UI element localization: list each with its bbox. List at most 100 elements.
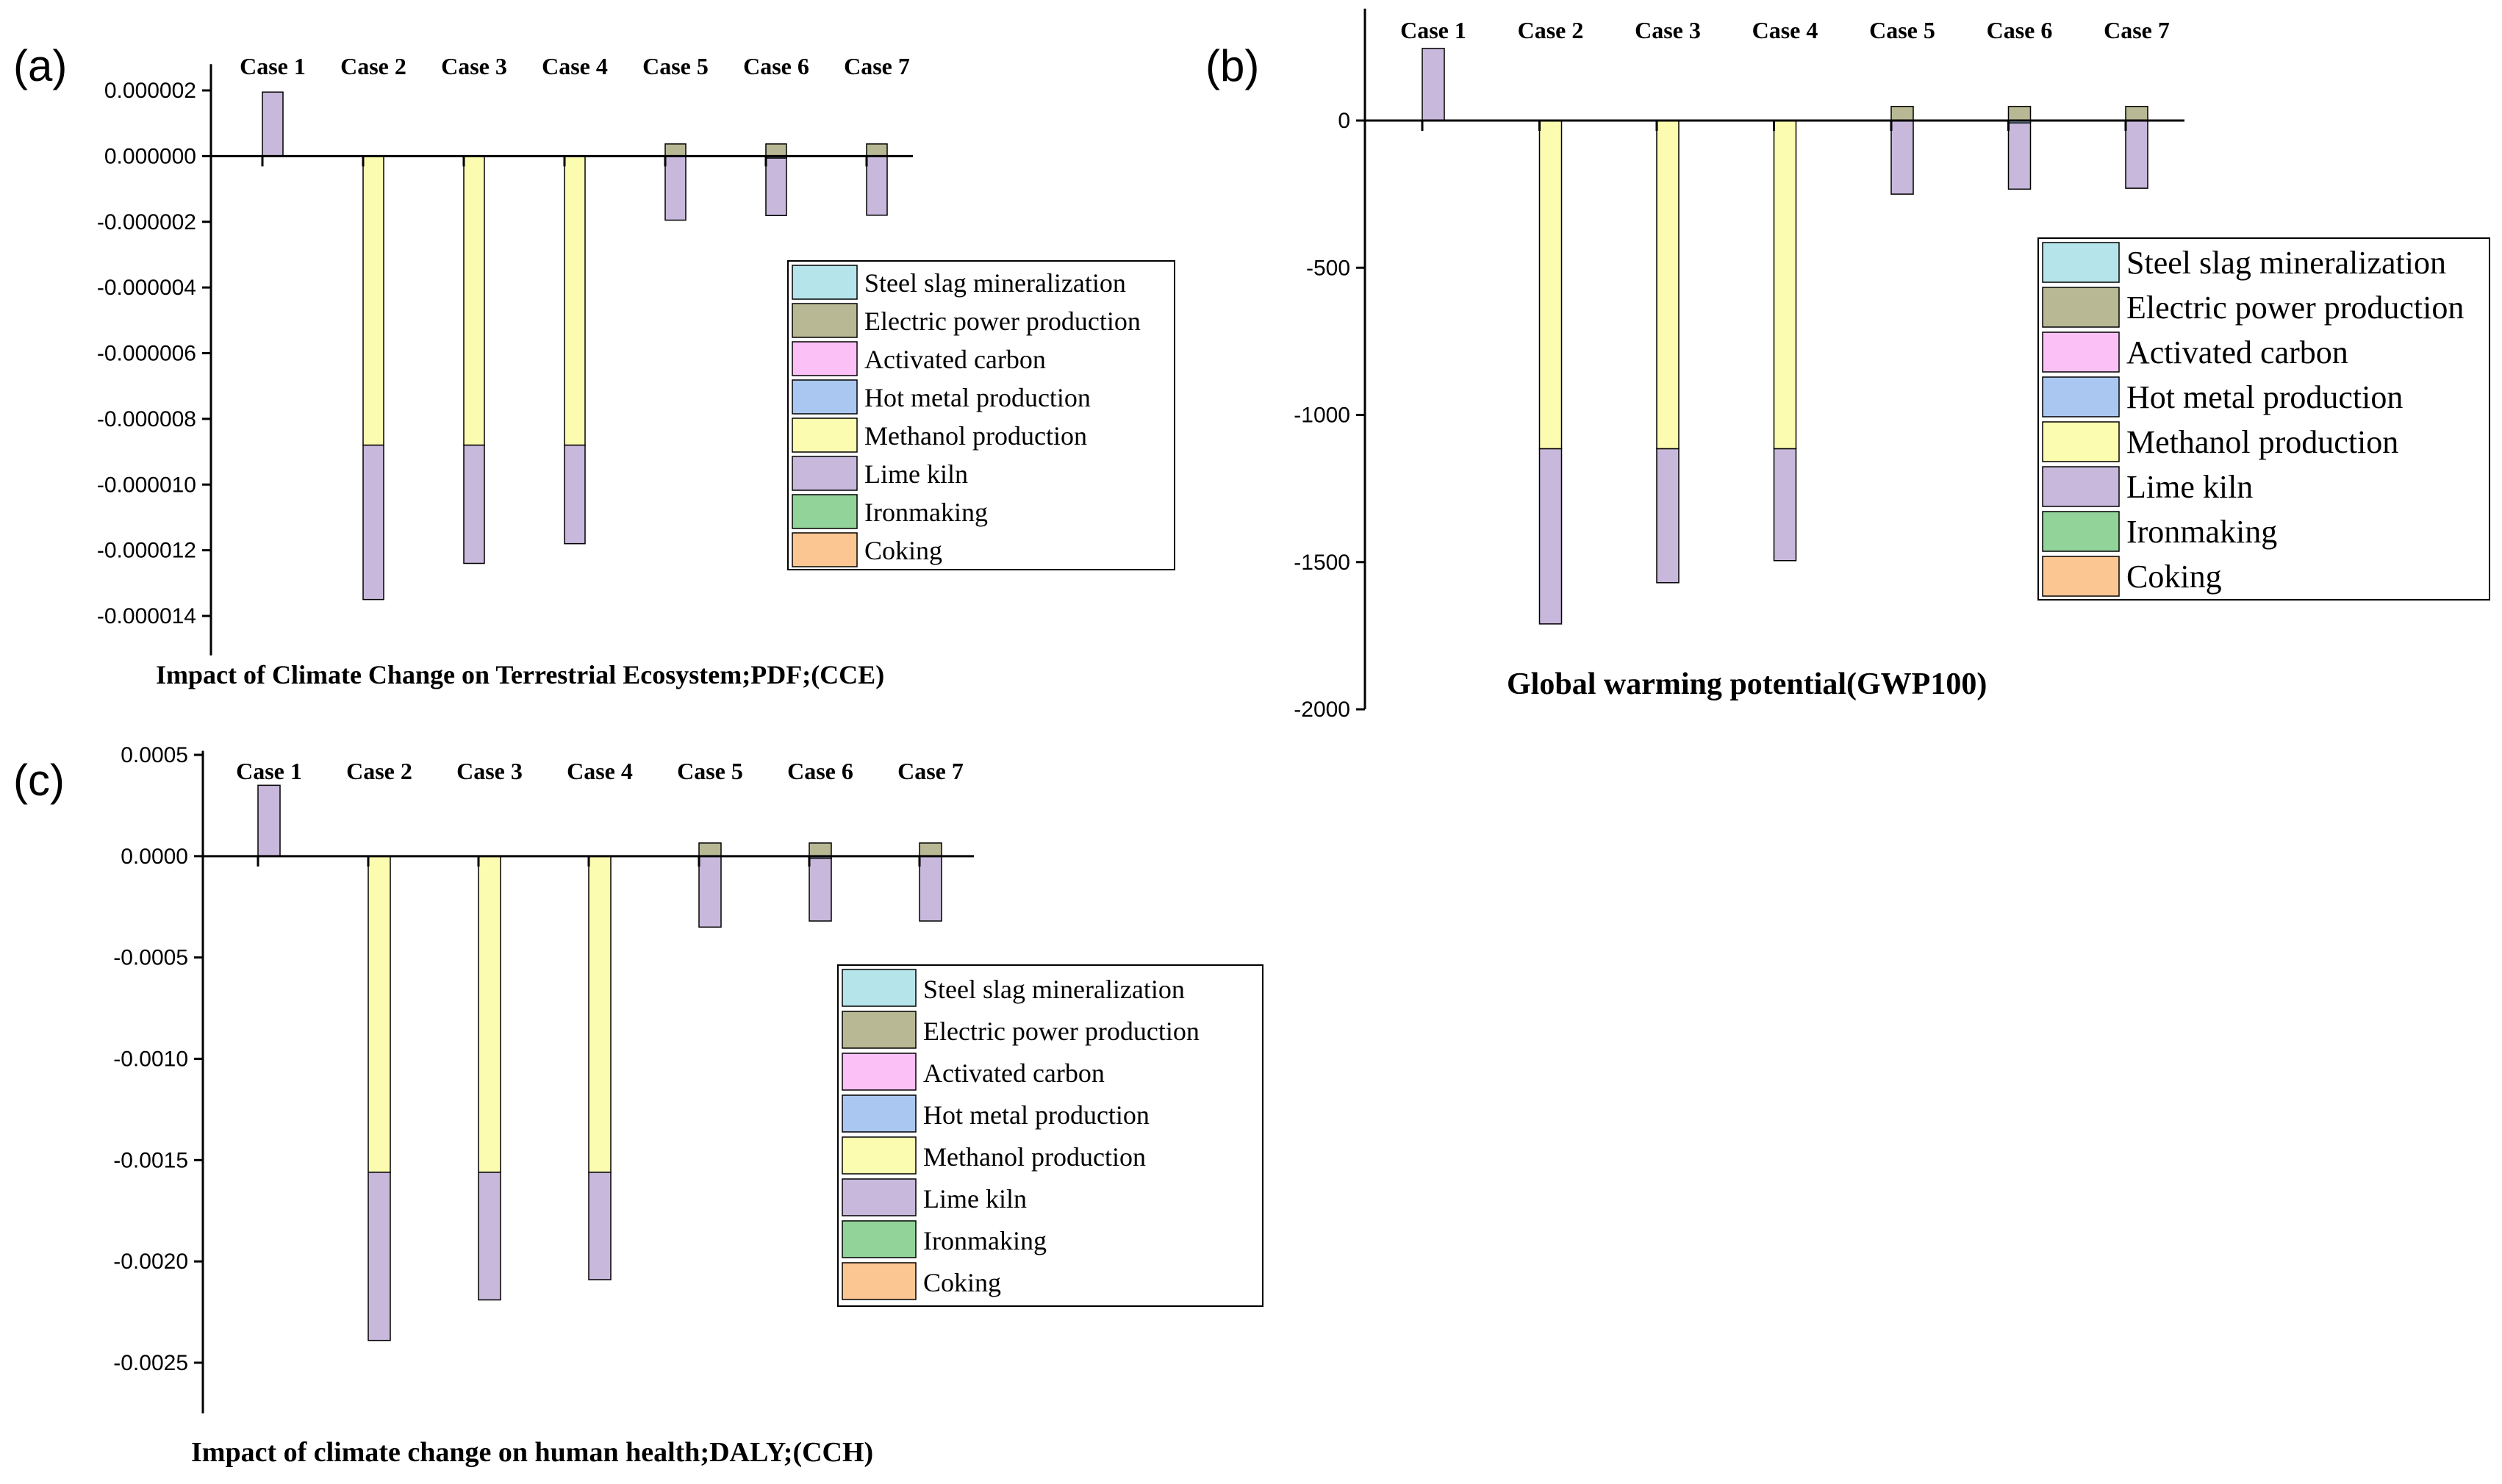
bar-case-5-lime-kiln [664,155,687,221]
legend-label-ironmaking: Ironmaking [864,498,988,527]
panel-letter-c: (c) [13,756,65,805]
y-tick-label: 0.0000 [121,845,188,869]
panel-a-x-axis-title: Impact of Climate Change on Terrestrial … [156,660,884,689]
case-label-case-6: Case 6 [743,53,809,79]
legend-label-hot-metal-production: Hot metal production [2126,379,2403,415]
bar-case-3-methanol-production [478,856,501,1173]
panel-b-x-axis-title: Global warming potential(GWP100) [1507,667,1987,701]
case-label-case-2: Case 2 [1518,17,1584,43]
legend-label-electric-power-production: Electric power production [864,307,1141,336]
legend-label-ironmaking: Ironmaking [923,1226,1047,1255]
bar-case-7-electric-power-production [866,143,888,157]
case-label-case-5: Case 5 [642,53,709,79]
y-tick-label: -1500 [1294,551,1350,575]
legend-swatch-methanol-production [792,417,858,453]
bar-case-2-lime-kiln [368,1172,391,1341]
panel-a: (a) 0.0000020.000000-0.000002-0.000004-0… [13,41,1175,689]
y-tick-label: -0.000004 [97,276,196,300]
legend-swatch-methanol-production [2042,421,2120,462]
bar-case-6-electric-power-production [765,143,787,157]
panel-b-y-axis: 0-500-1000-1500-2000 [1294,8,2184,722]
legend-swatch-activated-carbon [792,341,858,376]
case-label-case-3: Case 3 [441,53,507,79]
bar-case-6-lime-kiln [809,857,832,922]
y-tick-label: -0.000010 [97,473,196,497]
bar-case-2-methanol-production [368,856,391,1173]
legend-swatch-lime-kiln [2042,466,2120,507]
case-label-case-3: Case 3 [1635,17,1701,43]
y-tick-label: 0.000002 [104,79,196,103]
case-label-case-4: Case 4 [567,758,633,784]
bar-case-7-electric-power-production [2125,106,2148,121]
case-label-case-5: Case 5 [677,758,743,784]
panel-a-bars [262,91,888,601]
case-label-case-4: Case 4 [542,53,608,79]
y-tick-label: 0.0005 [121,743,188,767]
legend-swatch-electric-power-production [842,1011,917,1049]
legend-swatch-electric-power-production [2042,287,2120,328]
bar-case-3-methanol-production [463,155,485,446]
case-label-case-5: Case 5 [1869,17,1935,43]
panel-letter-a: (a) [13,41,67,90]
panel-b-bars [1422,48,2148,625]
y-tick-label: -0.000014 [97,604,196,628]
legend-label-steel-slag-mineralization: Steel slag mineralization [923,975,1185,1004]
bar-case-4-lime-kiln [588,1172,612,1280]
bar-case-3-methanol-production [1656,120,1680,450]
bar-case-6-lime-kiln [765,157,787,217]
legend-swatch-lime-kiln [792,456,858,491]
legend-swatch-electric-power-production [792,303,858,338]
legend-swatch-ironmaking [842,1220,917,1258]
legend-label-electric-power-production: Electric power production [2126,290,2464,326]
legend-label-coking: Coking [2126,559,2222,595]
bar-case-5-electric-power-production [1890,106,1914,121]
legend-swatch-steel-slag-mineralization [2042,242,2120,283]
bar-case-2-methanol-production [362,155,384,446]
y-tick-label: -0.0020 [113,1250,188,1274]
legend-label-coking: Coking [923,1268,1001,1297]
legend-label-methanol-production: Methanol production [2126,424,2398,460]
legend-swatch-lime-kiln [842,1178,917,1216]
legend-swatch-steel-slag-mineralization [842,969,917,1007]
case-label-case-2: Case 2 [346,758,412,784]
panel-c-y-axis: 0.00050.0000-0.0005-0.0010-0.0015-0.0020… [113,743,974,1413]
bar-case-4-methanol-production [588,856,612,1173]
legend-swatch-activated-carbon [842,1053,917,1091]
case-label-case-4: Case 4 [1752,17,1818,43]
bar-case-4-lime-kiln [1773,448,1797,562]
y-tick-label: -0.000008 [97,407,196,431]
y-tick-label: -500 [1306,256,1350,280]
bar-case-5-electric-power-production [664,143,687,157]
panel-c: (c) 0.00050.0000-0.0005-0.0010-0.0015-0.… [13,743,1263,1468]
legend-label-lime-kiln: Lime kiln [2126,469,2253,505]
legend-label-hot-metal-production: Hot metal production [864,383,1091,412]
bar-case-3-lime-kiln [463,444,485,564]
case-label-case-2: Case 2 [340,53,406,79]
legend-label-electric-power-production: Electric power production [923,1017,1200,1046]
bar-case-3-lime-kiln [1656,448,1680,584]
y-tick-label: 0.000000 [104,144,196,168]
y-tick-label: -0.000006 [97,342,196,366]
case-label-case-7: Case 7 [897,758,964,784]
legend-label-hot-metal-production: Hot metal production [923,1100,1150,1130]
legend-swatch-ironmaking [2042,511,2120,552]
y-tick-label: -2000 [1294,698,1350,722]
legend-label-activated-carbon: Activated carbon [2126,334,2348,370]
y-tick-label: -0.0025 [113,1351,188,1375]
panel-a-y-axis: 0.0000020.000000-0.000002-0.000004-0.000… [97,64,913,656]
bar-case-3-lime-kiln [478,1172,501,1301]
legend-swatch-activated-carbon [2042,331,2120,373]
bar-case-4-lime-kiln [564,444,586,545]
case-label-case-1: Case 1 [1400,17,1466,43]
legend-swatch-coking [792,532,858,567]
legend-swatch-coking [2042,556,2120,597]
bar-case-4-methanol-production [564,155,586,446]
panel-letter-b: (b) [1205,41,1259,90]
legend-label-coking: Coking [864,536,942,565]
legend-swatch-methanol-production [842,1136,917,1175]
